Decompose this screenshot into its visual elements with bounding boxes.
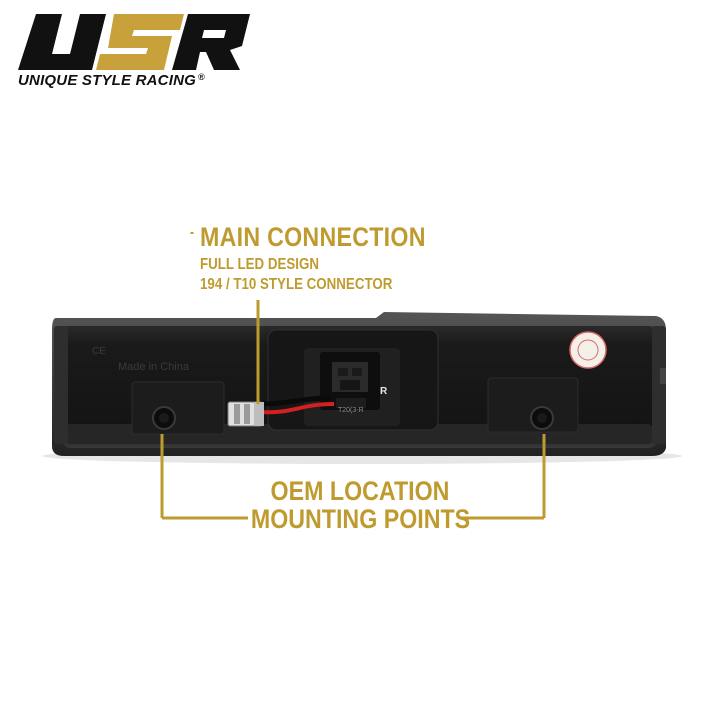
made-in-label: Made in China [118,361,189,373]
right-mount-pad [487,377,579,433]
wire-red [261,402,335,415]
ce-mark: CE [92,346,106,357]
mounting-points-line2: MOUNTING POINTS [0,504,720,535]
mounting-points-line1: OEM LOCATION [0,476,720,507]
oem-location-text: OEM LOCATION [270,476,450,506]
brand-name: UNIQUE STYLE RACING® [18,72,205,89]
date-sticker [569,331,607,369]
usr-logo-mark [18,14,250,70]
part-code: T20(3-R [338,407,364,414]
left-mount-pad [131,381,225,435]
main-connection-line2: 194 / T10 STYLE CONNECTOR [200,276,393,293]
brand-name-text: UNIQUE STYLE RACING [18,72,196,89]
brand-logo: UNIQUE STYLE RACING® [12,12,252,89]
wire-black [261,395,331,407]
main-connection-title: MAIN CONNECTION [200,222,426,252]
main-connection-line1: FULL LED DESIGN [200,256,319,273]
registered-mark: ® [197,72,205,82]
mounting-points-text: MOUNTING POINTS [250,504,470,534]
connector-mark: R [380,386,388,397]
